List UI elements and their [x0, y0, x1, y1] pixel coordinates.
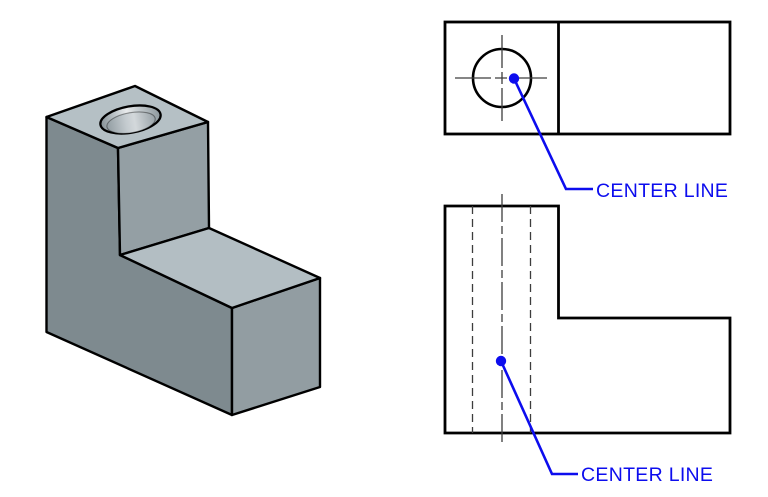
- bored-hole: [99, 104, 162, 135]
- center-line-label-top: CENTER LINE: [596, 180, 728, 202]
- leader-line: [512, 77, 593, 191]
- top-view-outline: [443, 20, 732, 136]
- front-view-outline: [443, 204, 732, 435]
- center-point-marker: [495, 355, 507, 367]
- center-line-label-front: CENTER LINE: [581, 464, 713, 486]
- top-orthographic-view: CENTER LINE: [443, 20, 732, 202]
- step-top-face: [118, 226, 322, 310]
- leader-line: [499, 360, 578, 476]
- front-orthographic-view: CENTER LINE: [443, 194, 732, 486]
- hole-bottom: [106, 111, 156, 134]
- isometric-model-view: [45, 84, 322, 417]
- center-point-marker: [508, 73, 520, 84]
